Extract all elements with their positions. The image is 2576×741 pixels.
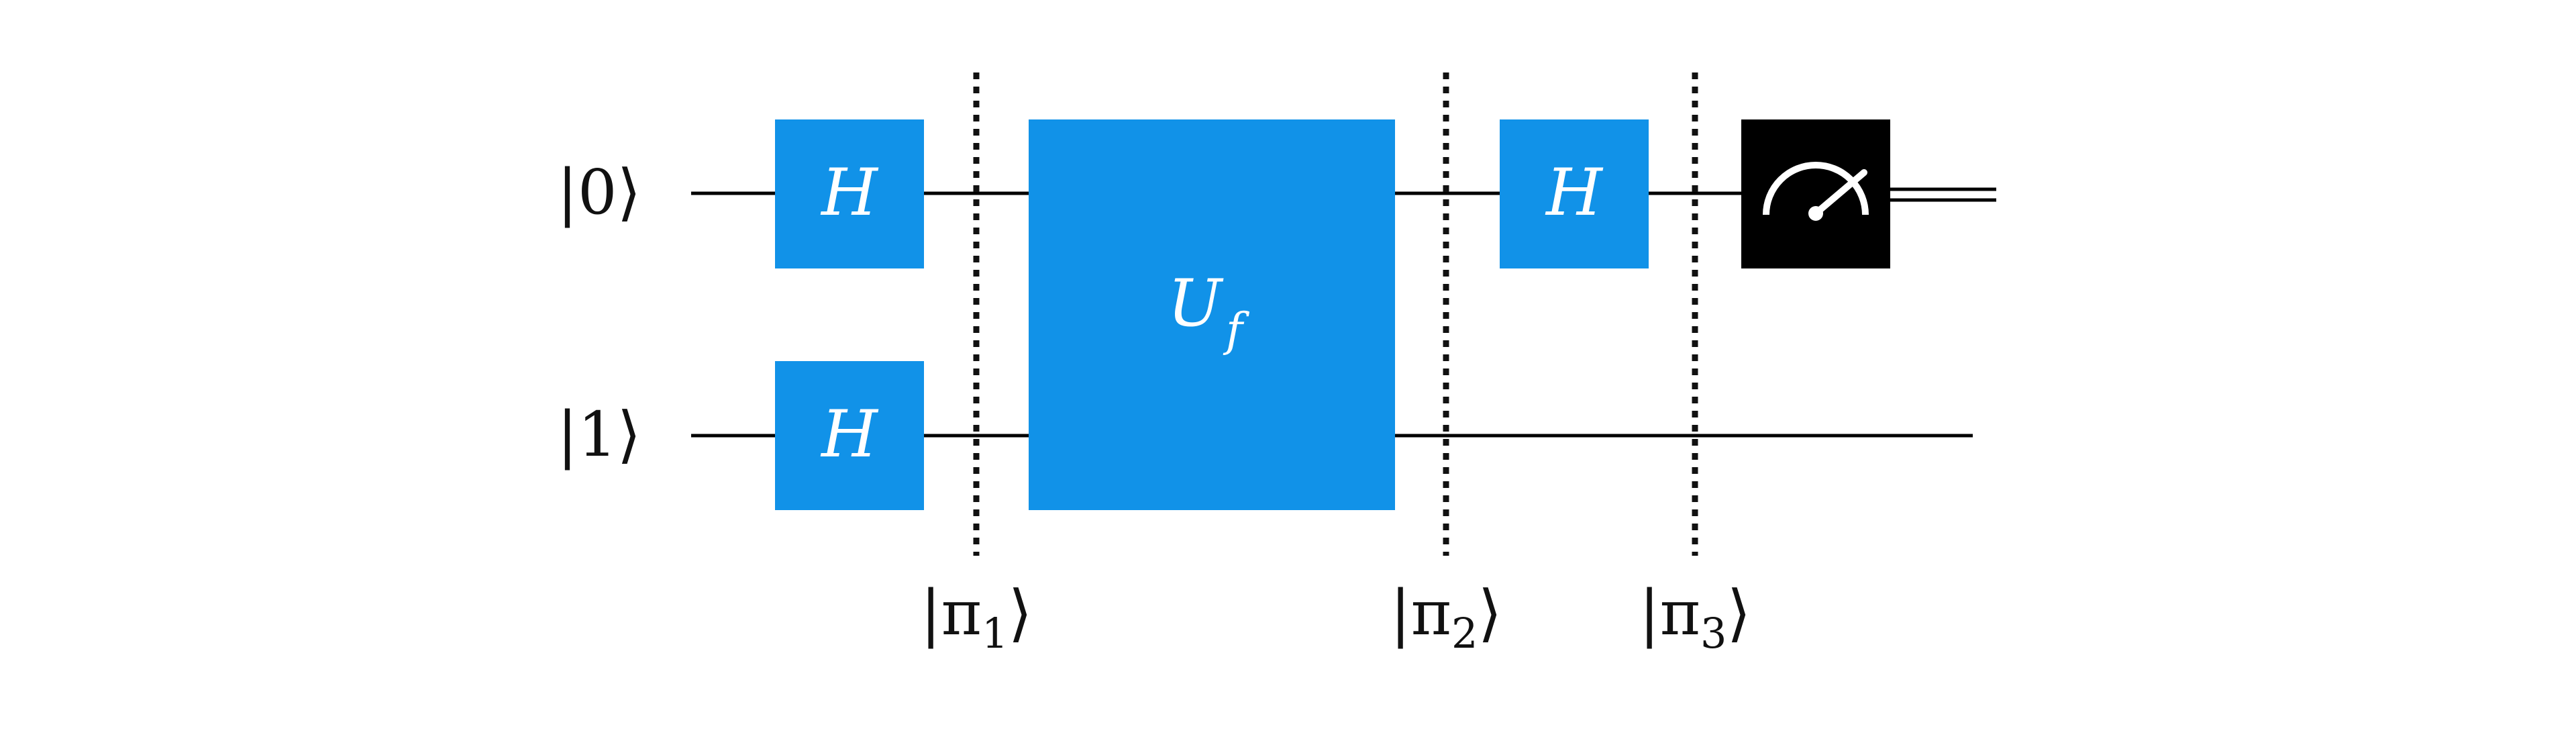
gate-h-qubit-0-second: H bbox=[1500, 119, 1649, 268]
barrier-1-state-label: |π1⟩ bbox=[921, 577, 1033, 658]
barrier-3-state-label: |π3⟩ bbox=[1639, 577, 1751, 658]
state-label-subscript: 1 bbox=[982, 609, 1008, 658]
gate-label: H bbox=[820, 397, 879, 472]
state-label-close: ⟩ bbox=[1478, 577, 1502, 649]
measurement-box bbox=[1741, 119, 1890, 268]
gate-label: H bbox=[820, 155, 879, 230]
gate-label: Uf bbox=[1168, 266, 1250, 357]
state-label-main: |π bbox=[1390, 577, 1451, 649]
oracle-label-main: U bbox=[1168, 266, 1224, 341]
gate-h-qubit-0-first: H bbox=[775, 119, 924, 268]
barrier-labels: |π1⟩ |π2⟩ |π3⟩ bbox=[921, 577, 1751, 658]
state-label-main: |π bbox=[1639, 577, 1700, 649]
state-label-main: |π bbox=[921, 577, 982, 649]
gate-box bbox=[775, 119, 924, 268]
qubit-0-state-label: |0⟩ bbox=[557, 156, 641, 228]
gate-box bbox=[1500, 119, 1649, 268]
qubit-labels: |0⟩ |1⟩ bbox=[557, 156, 641, 471]
state-label-subscript: 3 bbox=[1700, 609, 1727, 658]
barriers bbox=[973, 72, 1698, 556]
state-label-close: ⟩ bbox=[1727, 577, 1751, 649]
gate-label: H bbox=[1545, 155, 1604, 230]
gauge-meter-icon bbox=[1763, 162, 1869, 221]
state-label-close: ⟩ bbox=[1009, 577, 1033, 649]
measurement-gate bbox=[1741, 119, 1890, 268]
gate-oracle-uf: Uf bbox=[1029, 119, 1395, 510]
barrier-2-state-label: |π2⟩ bbox=[1390, 577, 1502, 658]
qubit-1-state-label: |1⟩ bbox=[557, 399, 641, 471]
gate-box bbox=[1029, 119, 1395, 510]
state-label-subscript: 2 bbox=[1451, 609, 1478, 658]
gate-h-qubit-1-first: H bbox=[775, 361, 924, 510]
gate-box bbox=[775, 361, 924, 510]
